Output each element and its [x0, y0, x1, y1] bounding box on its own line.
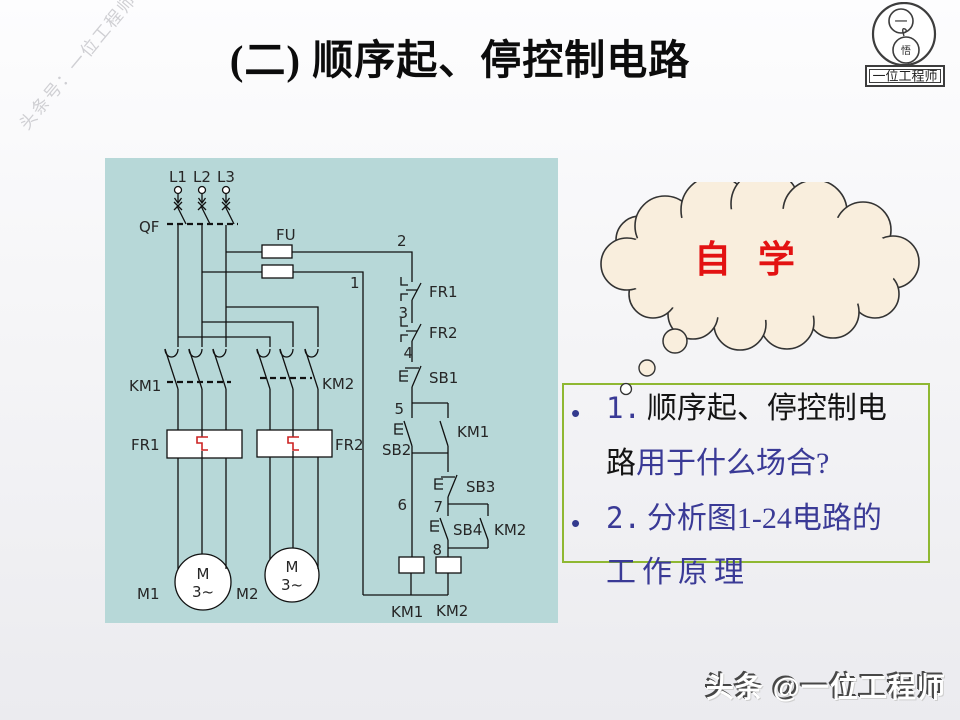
- label-qf: QF: [139, 218, 159, 236]
- cloud-trail-circle-1: [662, 328, 688, 354]
- thought-cloud-graphic: 自 学: [600, 169, 920, 396]
- logo-label-inner-frame: [869, 69, 941, 83]
- label-m2: M2: [236, 585, 259, 603]
- label-fr1-contact: FR1: [429, 283, 458, 301]
- bullet-2: •: [571, 508, 581, 538]
- question-2-number: 2.: [606, 501, 641, 535]
- label-l2: L2: [193, 168, 211, 186]
- motor-m2-phase: 3~: [281, 576, 303, 594]
- label-node6: 6: [397, 496, 407, 514]
- km1-coil-body: [398, 556, 425, 574]
- logo-label-frame: [865, 65, 945, 87]
- question-1-line-2: 路用于什么场合?: [606, 447, 830, 480]
- logo-top-circle: [888, 8, 914, 34]
- cloud-core: [622, 208, 898, 320]
- km1-aux-contact: [439, 403, 449, 453]
- label-l3: L3: [217, 168, 235, 186]
- sb1-stop-button: [399, 365, 422, 388]
- heater-elements: [196, 436, 299, 451]
- sb3-stop-button: [434, 474, 458, 498]
- bullet-1: •: [571, 398, 581, 428]
- label-node5: 5: [394, 400, 404, 418]
- control-circuit-wires: [363, 277, 489, 596]
- km2-coil-body: [435, 556, 462, 574]
- fuse-1: [261, 244, 293, 259]
- motor-m2: [264, 547, 320, 603]
- label-km1-coil: KM1: [391, 603, 423, 621]
- label-km2-coil: KM2: [436, 602, 468, 620]
- motor-m1-letter: M: [197, 565, 210, 583]
- label-fr2-contact: FR2: [429, 324, 458, 342]
- question-1-number: 1.: [606, 391, 641, 425]
- label-km1-aux: KM1: [457, 423, 489, 441]
- label-km2-main: KM2: [322, 375, 354, 393]
- cloud-trail-circle-3: [619, 382, 633, 396]
- fr1-nc-contact: [400, 277, 422, 301]
- mechanical-links: [167, 222, 312, 384]
- fr2-nc-contact: [400, 318, 422, 342]
- label-l1: L1: [169, 168, 187, 186]
- fr1-heater-element: [196, 436, 208, 451]
- sb4-start-button: [430, 504, 449, 548]
- question-2-line-1: 2.分析图1-24电路的: [606, 501, 882, 535]
- label-node1: 1: [350, 274, 360, 292]
- label-node2: 2: [397, 232, 407, 250]
- fr2-heater-element: [287, 436, 299, 451]
- page-title: (二) 顺序起、停控制电路: [229, 37, 691, 83]
- fr2-heater-body: [256, 429, 333, 458]
- label-node7: 7: [433, 498, 443, 516]
- logo-squiggle: [902, 27, 907, 37]
- question-box: [562, 383, 930, 563]
- question-2-line-2: 工作原理: [606, 556, 750, 589]
- label-fr2-heater: FR2: [335, 436, 364, 454]
- circuit-panel: L1 L2 L3 QF FU 2 1 FR1 3 FR2 4 SB1 5 SB2…: [105, 158, 558, 623]
- logo-top-char: 一: [894, 14, 907, 29]
- logo-bottom-char: 悟: [901, 44, 911, 57]
- motor-m1: [174, 553, 232, 611]
- terminal-l1: [173, 185, 183, 195]
- terminal-l2: [197, 185, 207, 195]
- footer-brand: 头条 @一位工程师: [705, 672, 946, 703]
- brand-logo-graphic: 一 悟 一位工程师: [865, 1, 945, 87]
- brand-logo: 一 悟 一位工程师: [864, 1, 948, 92]
- logo-bottom-circle: [892, 36, 920, 64]
- thought-cloud: 自 学: [595, 169, 925, 408]
- cloud-label: 自 学: [694, 238, 802, 281]
- label-node3: 3: [398, 304, 408, 322]
- label-m1: M1: [137, 585, 160, 603]
- label-sb3: SB3: [466, 478, 495, 496]
- fr1-heater-body: [166, 429, 243, 459]
- label-km1-main: KM1: [129, 377, 161, 395]
- circuit-diagram: L1 L2 L3 QF FU 2 1 FR1 3 FR2 4 SB1 5 SB2…: [129, 168, 526, 621]
- question-1-line-1: 1.顺序起、停控制电: [606, 391, 887, 425]
- label-fu: FU: [276, 226, 296, 244]
- label-sb2: SB2: [382, 441, 411, 459]
- device-bodies: [166, 185, 462, 611]
- fuse-2: [261, 264, 294, 279]
- cloud-trail-circle-2: [638, 359, 656, 377]
- logo-label-text: 一位工程师: [872, 69, 937, 84]
- motor-m2-letter: M: [286, 558, 299, 576]
- motor-m1-phase: 3~: [192, 583, 214, 601]
- label-node4: 4: [403, 344, 413, 362]
- label-fr1-heater: FR1: [131, 436, 160, 454]
- circuit-labels: L1 L2 L3 QF FU 2 1 FR1 3 FR2 4 SB1 5 SB2…: [129, 168, 526, 621]
- terminal-l3: [221, 185, 231, 195]
- label-sb1: SB1: [429, 369, 458, 387]
- sb2-start-button: [394, 403, 413, 453]
- km2-aux-contact: [479, 504, 489, 548]
- label-km2-aux: KM2: [494, 521, 526, 539]
- power-circuit-wires: [164, 193, 413, 595]
- label-node8: 8: [432, 541, 442, 559]
- label-sb4: SB4: [453, 521, 482, 539]
